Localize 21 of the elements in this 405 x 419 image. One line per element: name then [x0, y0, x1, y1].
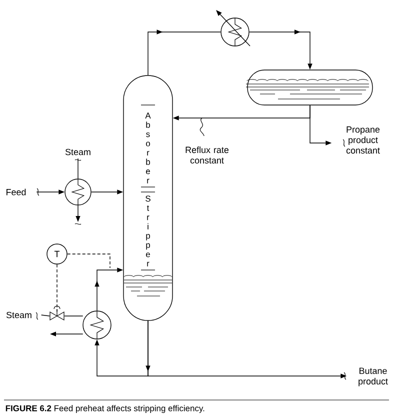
stream-label: Propane product constant [346, 126, 380, 154]
vertical-label: Absorber [145, 112, 151, 184]
stream-label: Steam [6, 312, 32, 318]
figure-caption: FIGURE 6.2 Feed preheat affects stripping efficiency. [6, 405, 204, 413]
flow-arrow [94, 320, 148, 376]
stream-label: Butane product [358, 368, 388, 386]
flow-arrow [148, 30, 221, 76]
heat-exchanger [216, 10, 250, 46]
flow-line [40, 314, 50, 316]
instrument-bubble: T [46, 244, 68, 264]
stream-label: Steam [65, 148, 90, 156]
column-vessel [123, 75, 173, 321]
vertical-label: Stripper [146, 196, 150, 266]
heat-exchanger [82, 310, 112, 340]
control-line [56, 264, 58, 312]
control-valve [50, 306, 64, 321]
stream-label: Feed [6, 188, 26, 196]
edge-label: Reflux rate constant [186, 146, 229, 164]
control-line [67, 254, 110, 268]
reflux-drum [247, 70, 373, 106]
heat-exchanger [64, 178, 92, 206]
